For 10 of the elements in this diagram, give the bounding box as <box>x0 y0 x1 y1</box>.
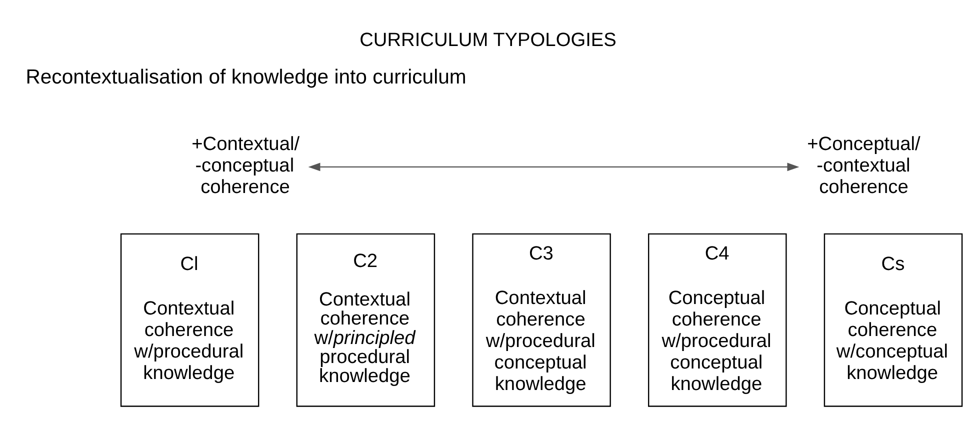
node-box: C3 Contextual coherence w/procedural conceptual knowledge <box>472 233 611 407</box>
node-box: Cs Conceptual coherence w/conceptual knowledge <box>824 233 963 407</box>
node-box: C2 Contextual coherence w/principled procedural knowledge <box>296 233 436 407</box>
label: Recontextualisation of knowledge into curriculum <box>26 66 466 88</box>
node-box: C4 Conceptual coherence w/procedural conceptual knowledge <box>648 233 787 407</box>
node-text: +Conceptual/ -contextual coherence <box>807 134 920 198</box>
diagram-title: CURRICULUM TYPOLOGIES <box>360 30 616 51</box>
node-text: +Contextual/ -conceptual coherence <box>192 134 300 198</box>
arrow <box>308 162 800 172</box>
node-box: Cl Contextual coherence w/procedural knowledge <box>120 233 260 407</box>
